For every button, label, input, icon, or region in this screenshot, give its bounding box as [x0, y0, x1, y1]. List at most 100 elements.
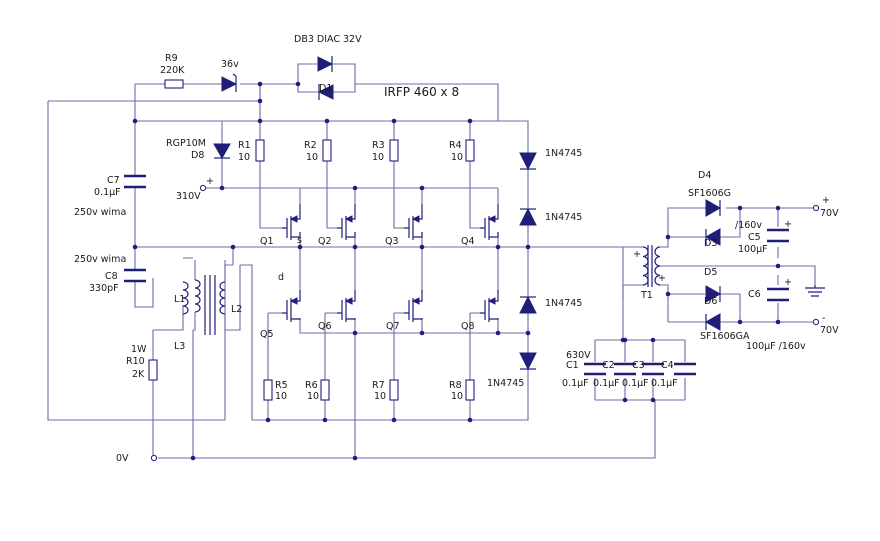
resistor-r6: [320, 379, 330, 401]
label-c4-value: 0.1µF: [651, 378, 678, 389]
mosfet-q5: [282, 290, 301, 322]
zener-4: [519, 352, 537, 371]
label-q6: Q6: [318, 321, 332, 332]
mosfet-q6: [337, 290, 356, 322]
label-r9: R9: [165, 53, 178, 64]
label-c8-rating: 250v wima: [74, 254, 126, 265]
label-r7: R7: [372, 380, 385, 391]
label-d3: D3: [704, 238, 717, 249]
label-r8-value: 10: [451, 391, 463, 402]
label-t1-plus-a: +: [633, 249, 641, 260]
label-c7-rating: 250v wima: [74, 207, 126, 218]
capacitors: [124, 174, 789, 376]
label-c5: C5: [748, 232, 761, 243]
label-l1: L1: [174, 294, 185, 305]
label-d8: D8: [191, 150, 204, 161]
label-rgp: RGP10M: [166, 138, 206, 149]
label-c1-rating: 630V: [566, 350, 591, 361]
diodes: [213, 56, 722, 371]
mosfets: [282, 204, 499, 322]
mosfet-q8: [480, 290, 499, 322]
label-r2-value: 10: [306, 152, 318, 163]
diode-d1: [317, 84, 334, 100]
resistor-r8: [465, 379, 475, 401]
label-c6-value: 100µF /160v: [746, 341, 806, 352]
zener-3: [519, 295, 537, 314]
mosfet-q4: [480, 204, 499, 240]
label-s-pin: s: [297, 235, 302, 246]
label-out-plus: +: [822, 195, 830, 206]
label-r9-value: 220K: [160, 65, 185, 76]
label-r2: R2: [304, 140, 317, 151]
resistors: [148, 79, 475, 401]
capacitor-c7: [124, 174, 146, 189]
label-r5-value: 10: [275, 391, 287, 402]
label-c1: C1: [566, 360, 579, 371]
label-r10-w: 1W: [131, 344, 147, 355]
gate-drive-transformer: [182, 264, 241, 335]
label-70v-a: 70V: [820, 208, 839, 219]
label-d1: D1: [319, 83, 332, 94]
label-d6: D6: [704, 296, 717, 307]
label-q2: Q2: [318, 236, 332, 247]
label-r6: R6: [305, 380, 318, 391]
label-160v: /160v: [735, 220, 762, 231]
label-r5: R5: [275, 380, 288, 391]
terminals: [150, 184, 825, 462]
label-r1: R1: [238, 140, 251, 151]
label-zener36: 36v: [221, 59, 239, 70]
resistor-r10: [148, 359, 158, 381]
label-c3: C3: [632, 360, 645, 371]
terminal-plus-70v: [812, 204, 820, 212]
label-db3: DB3 DIAC 32V: [294, 34, 362, 45]
capacitor-c8: [124, 268, 146, 283]
label-0v: 0V: [116, 453, 129, 464]
mosfet-q3: [404, 204, 423, 240]
label-q3: Q3: [385, 236, 399, 247]
label-r7-value: 10: [374, 391, 386, 402]
mosfet-q1: [282, 204, 301, 240]
label-c7: C7: [107, 175, 120, 186]
capacitor-c4: [674, 362, 696, 376]
label-c7-value: 0.1µF: [94, 187, 121, 198]
output-transformer-t1: [642, 245, 661, 287]
label-310v-plus: +: [206, 176, 214, 187]
resistor-r4: [465, 139, 475, 162]
terminal-0v: [150, 454, 158, 462]
label-r10-value: 2K: [132, 369, 145, 380]
label-r1-value: 10: [238, 152, 250, 163]
label-310v: 310V: [176, 191, 201, 202]
title-label: IRFP 460 x 8: [384, 85, 459, 99]
label-q5: Q5: [260, 329, 274, 340]
capacitor-c2: [614, 362, 636, 376]
resistor-r3: [389, 139, 399, 162]
label-c6-plus: +: [784, 277, 792, 288]
label-t1-plus-b: +: [658, 273, 666, 284]
label-c2: C2: [602, 360, 615, 371]
label-r3: R3: [372, 140, 385, 151]
label-t1: T1: [640, 290, 653, 301]
diode-d8: [213, 143, 231, 160]
junction-dots: [132, 81, 781, 461]
label-z1: 1N4745: [545, 148, 582, 159]
label-c5-plus: +: [784, 219, 792, 230]
resistor-r2: [322, 139, 332, 162]
label-c5-value: 100µF: [738, 244, 768, 255]
label-d5: D5: [704, 267, 717, 278]
label-c6: C6: [748, 289, 761, 300]
label-q7: Q7: [386, 321, 400, 332]
mosfet-q2: [337, 204, 356, 240]
resistor-r1: [255, 139, 265, 162]
diode-d4: [705, 199, 722, 217]
label-l2: L2: [231, 304, 242, 315]
diode-d6: [705, 285, 722, 303]
label-sf1606g: SF1606G: [688, 188, 731, 199]
wires: [47, 63, 816, 459]
label-c2-value: 0.1µF: [593, 378, 620, 389]
label-q4: Q4: [461, 236, 475, 247]
capacitor-c1: [584, 362, 606, 376]
label-l3: L3: [174, 341, 185, 352]
label-sf1606ga: SF1606GA: [700, 331, 750, 342]
diac-db3: [317, 56, 334, 72]
